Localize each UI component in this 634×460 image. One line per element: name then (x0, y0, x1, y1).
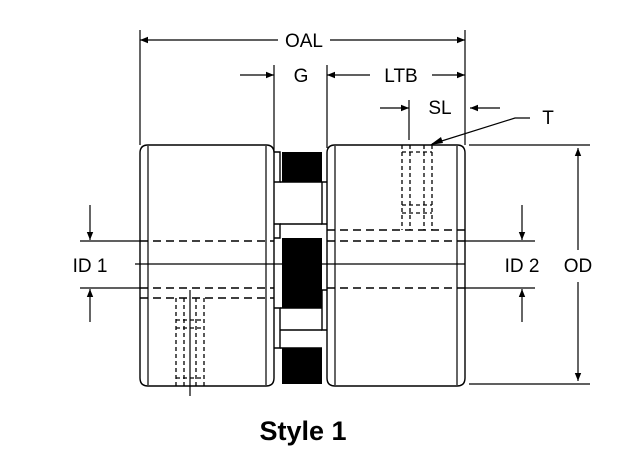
id1-label: ID 1 (73, 256, 108, 277)
od-dimension: OD (564, 148, 593, 381)
od-label: OD (564, 256, 593, 277)
sl-dimension: SL (380, 98, 500, 119)
id2-dimension: ID 2 (465, 205, 539, 322)
right-set-screw (401, 145, 433, 230)
g-label: G (294, 66, 309, 87)
ltb-dimension: LTB (327, 66, 465, 87)
bore-hidden-lines (140, 229, 465, 299)
extension-lines (139, 30, 590, 385)
sl-label: SL (428, 98, 451, 119)
oal-dimension: OAL (140, 31, 465, 52)
g-dimension: G (240, 66, 308, 87)
t-leader: T (430, 108, 554, 145)
id1-dimension: ID 1 (73, 205, 140, 322)
right-hub (321, 144, 466, 387)
diagram-caption: Style 1 (259, 416, 346, 446)
spider-insert (280, 152, 322, 384)
left-hub (139, 144, 281, 387)
left-set-screw (175, 290, 205, 396)
id2-label: ID 2 (505, 256, 540, 277)
oal-label: OAL (285, 31, 323, 52)
t-label: T (542, 108, 554, 129)
ltb-label: LTB (384, 66, 417, 87)
